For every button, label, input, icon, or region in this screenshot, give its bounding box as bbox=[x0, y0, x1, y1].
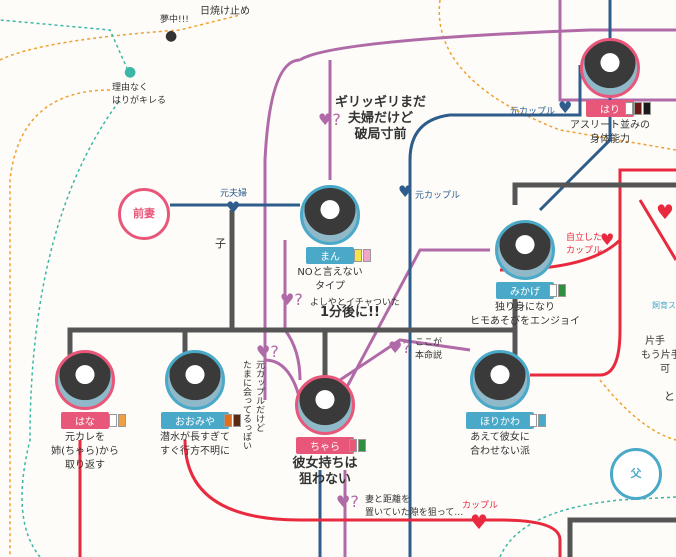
heart-question-icon: ♥? bbox=[388, 338, 411, 357]
girigiri-note: ギリッギリまだ 夫婦だけど 破局寸前 bbox=[335, 95, 426, 143]
tsuma-note: 妻と距離を 置いていた隙を狙って… bbox=[365, 492, 463, 518]
swatch bbox=[634, 102, 642, 115]
avatar bbox=[295, 375, 355, 435]
avatar bbox=[165, 350, 225, 410]
node-mikage[interactable]: みかげ 独り身になり ヒモあそびをエンジョイ bbox=[470, 220, 580, 329]
heart-question-icon: ♥? bbox=[318, 110, 341, 129]
description: あえて彼女に 合わせない派 bbox=[450, 431, 550, 459]
node-man[interactable]: まん NOと言えない タイプ bbox=[285, 185, 375, 294]
heart-icon: ♥ bbox=[656, 200, 674, 224]
swatches bbox=[529, 414, 546, 427]
tamani-note: 元カップルだけど たまに会ってるっぽい bbox=[240, 360, 266, 480]
description: 彼女持ちは 狙わない bbox=[280, 456, 370, 488]
swatch bbox=[625, 102, 633, 115]
swatch bbox=[118, 414, 126, 427]
node-hana[interactable]: はな 元カレを 姉(ちゃら)から 取り返す bbox=[40, 350, 130, 473]
swatches bbox=[625, 102, 651, 115]
description: 独り身になり ヒモあそびをエンジョイ bbox=[470, 301, 580, 329]
right-edge-text-c: もう片手 bbox=[641, 346, 676, 361]
swatches bbox=[224, 414, 241, 427]
swatch bbox=[643, 102, 651, 115]
hiyake-note: 日焼け止め bbox=[200, 2, 250, 17]
chichi-circle: 父 bbox=[610, 448, 662, 500]
name-label: おおみや bbox=[161, 412, 229, 429]
swatch bbox=[538, 414, 546, 427]
swatch bbox=[354, 249, 362, 262]
heart-question-icon: ♥? bbox=[280, 290, 303, 309]
ippungo-note: 1分後に!! bbox=[320, 305, 380, 321]
avatar bbox=[470, 350, 530, 410]
avatar bbox=[55, 350, 115, 410]
node-hari[interactable]: はり アスリート並みの 身体能力 bbox=[565, 38, 655, 147]
description: 元カレを 姉(ちゃら)から 取り返す bbox=[40, 431, 130, 473]
riyuu-note: 理由なく はりがキレる bbox=[112, 80, 166, 106]
heart-question-icon: ♥? bbox=[256, 342, 279, 361]
heart-icon: ♥ bbox=[600, 230, 614, 249]
jiritsu-label: 自立した カップル bbox=[566, 230, 602, 256]
broken-heart-icon: ♥ bbox=[558, 98, 572, 117]
description: アスリート並みの 身体能力 bbox=[565, 119, 655, 147]
moto-couple-label-1: 元カップル bbox=[510, 104, 555, 117]
swatch bbox=[529, 414, 537, 427]
right-edge-text-d: 可 bbox=[660, 360, 670, 375]
avatar bbox=[495, 220, 555, 280]
swatches bbox=[349, 439, 366, 452]
swatch bbox=[109, 414, 117, 427]
swatch bbox=[549, 284, 557, 297]
avatar bbox=[580, 38, 640, 98]
heart-question-icon: ♥? bbox=[336, 492, 359, 511]
ko-label: 子 bbox=[215, 235, 226, 251]
penguin-icon: ● bbox=[124, 64, 136, 80]
heart-icon: ♥ bbox=[470, 510, 488, 534]
node-ooiya[interactable]: おおみや 潜水が長すぎて すぐ行方不明に bbox=[145, 350, 245, 459]
right-edge-text-e: と bbox=[664, 388, 675, 404]
moto-couple-label-2: 元カップル bbox=[415, 188, 460, 201]
broken-heart-icon: ♥ bbox=[398, 182, 412, 201]
swatch bbox=[349, 439, 357, 452]
swatch bbox=[558, 284, 566, 297]
name-label: ちゃら bbox=[296, 437, 354, 454]
name-label: はな bbox=[61, 412, 109, 429]
node-chara[interactable]: ちゃら 彼女持ちは 狙わない bbox=[280, 375, 370, 488]
swatches bbox=[354, 249, 371, 262]
muchu-note: 夢中!!! bbox=[160, 12, 189, 25]
zenzuma-circle: 前妻 bbox=[118, 188, 170, 240]
description: 潜水が長すぎて すぐ行方不明に bbox=[145, 431, 245, 459]
honmei-note: ここが 本命説 bbox=[415, 335, 442, 361]
swatches bbox=[109, 414, 126, 427]
right-edge-text-a: 飼育ス bbox=[652, 300, 676, 311]
broken-heart-icon: ♥ bbox=[226, 198, 240, 217]
right-edge-text-b: 片手 bbox=[645, 332, 665, 347]
node-horikawa[interactable]: ほりかわ あえて彼女に 合わせない派 bbox=[450, 350, 550, 459]
swatch bbox=[224, 414, 232, 427]
avatar bbox=[300, 185, 360, 245]
swatches bbox=[549, 284, 566, 297]
name-label: ほりかわ bbox=[466, 412, 534, 429]
penguin-icon: ● bbox=[165, 28, 177, 44]
name-label: まん bbox=[306, 247, 354, 264]
name-label: みかげ bbox=[496, 282, 554, 299]
swatch bbox=[358, 439, 366, 452]
swatch bbox=[363, 249, 371, 262]
